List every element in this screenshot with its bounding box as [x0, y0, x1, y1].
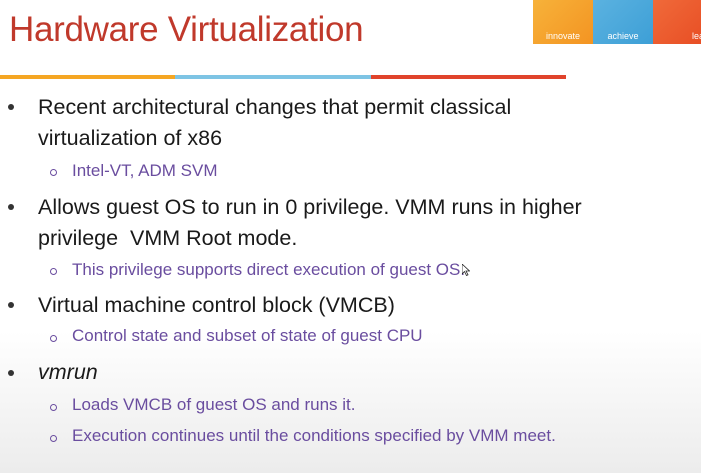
divider-segment-blue: [175, 75, 371, 79]
sub-bullet-ring: [50, 404, 57, 411]
sub-bullet-ring: [50, 169, 57, 176]
bullet-text-line: privilege VMM Root mode.: [38, 226, 298, 250]
title-divider: [0, 75, 566, 79]
bullet-text-line: Allows guest OS to run in 0 privilege. V…: [38, 195, 582, 219]
sub-bullet-ring: [50, 268, 57, 275]
bullet-dot: [8, 370, 14, 376]
bullet-item: Recent architectural changes that permit…: [38, 92, 698, 154]
bullet-item: Allows guest OS to run in 0 privilege. V…: [38, 192, 698, 254]
bullet-text-line: virtualization of x86: [38, 126, 223, 150]
bullet-text-line: vmrun: [38, 360, 98, 384]
sub-bullet-text: Control state and subset of state of gue…: [72, 326, 423, 345]
sub-bullet-text: This privilege supports direct execution…: [72, 260, 466, 279]
bullet-text-line: Recent architectural changes that permit…: [38, 95, 512, 119]
bullet-item: vmrun: [38, 357, 698, 388]
sub-bullet-text: Execution continues until the conditions…: [72, 426, 556, 445]
bullet-dot: [8, 302, 14, 308]
divider-segment-orange: [0, 75, 175, 79]
mouse-pointer-icon: [462, 264, 470, 276]
divider-segment-red: [371, 75, 566, 79]
bullet-item: Virtual machine control block (VMCB): [38, 290, 698, 321]
brand-label: achieve: [607, 31, 639, 41]
sub-bullet-text: Loads VMCB of guest OS and runs it.: [72, 395, 356, 414]
sub-bullet-text: Intel-VT, ADM SVM: [72, 161, 218, 180]
bullet-text-line: Virtual machine control block (VMCB): [38, 293, 395, 317]
brand-segment-red: lead: [653, 0, 701, 44]
bullet-dot: [8, 104, 14, 110]
brand-banner: innovate achieve lead: [533, 0, 701, 44]
slide-title: Hardware Virtualization: [9, 10, 364, 49]
sub-bullet-ring: [50, 435, 57, 442]
brand-segment-blue: achieve: [593, 0, 653, 44]
brand-label: innovate: [545, 31, 581, 41]
brand-segment-orange: innovate: [533, 0, 593, 44]
bullet-dot: [8, 204, 14, 210]
sub-bullet-ring: [50, 335, 57, 342]
brand-label: lead: [691, 31, 701, 41]
